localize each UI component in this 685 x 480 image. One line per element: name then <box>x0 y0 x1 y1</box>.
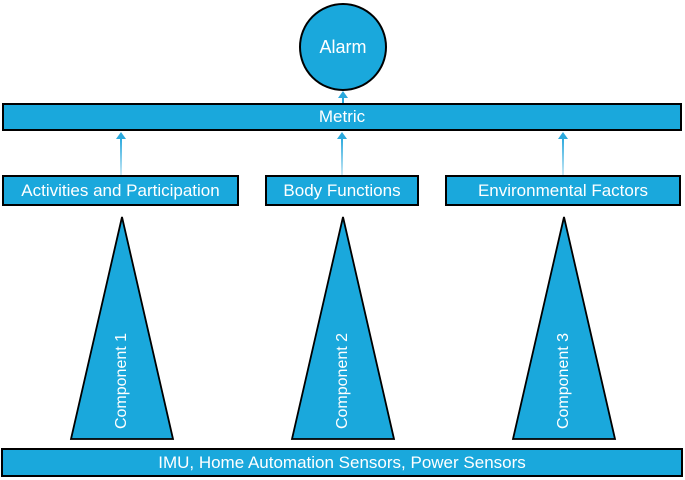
arrow-environmental-to-metric-head-icon <box>558 132 568 139</box>
alarm-label: Alarm <box>319 36 367 57</box>
category-label: Environmental Factors <box>477 180 649 200</box>
category-box-body-functions: Body Functions <box>265 175 419 206</box>
sensors-label: IMU, Home Automation Sensors, Power Sens… <box>158 452 526 472</box>
arrow-activities-to-metric-stem <box>120 138 122 175</box>
component-triangle-2 <box>290 216 396 440</box>
arrow-body-functions-to-metric-stem <box>341 138 343 175</box>
metric-bar: Metric <box>2 103 682 131</box>
arrow-body-functions-to-metric-head-icon <box>337 132 347 139</box>
sensors-bar: IMU, Home Automation Sensors, Power Sens… <box>1 448 683 477</box>
arrow-metric-to-alarm-stem <box>342 97 344 104</box>
category-box-activities-and-participation: Activities and Participation <box>2 175 239 206</box>
alarm-node: Alarm <box>299 3 387 91</box>
component-triangle-3 <box>511 216 617 440</box>
component-triangle-1 <box>69 216 175 440</box>
arrow-metric-to-alarm-head-icon <box>338 91 348 98</box>
category-label: Body Functions <box>283 180 401 200</box>
arrow-activities-to-metric-head-icon <box>116 132 126 139</box>
component-2-label: Component 2 <box>334 332 351 430</box>
component-3-label: Component 3 <box>555 332 572 430</box>
component-1-label: Component 1 <box>113 332 130 430</box>
category-box-environmental-factors: Environmental Factors <box>445 175 681 206</box>
arrow-environmental-to-metric-stem <box>562 138 564 175</box>
category-label: Activities and Participation <box>21 180 220 200</box>
metric-label: Metric <box>318 107 366 126</box>
